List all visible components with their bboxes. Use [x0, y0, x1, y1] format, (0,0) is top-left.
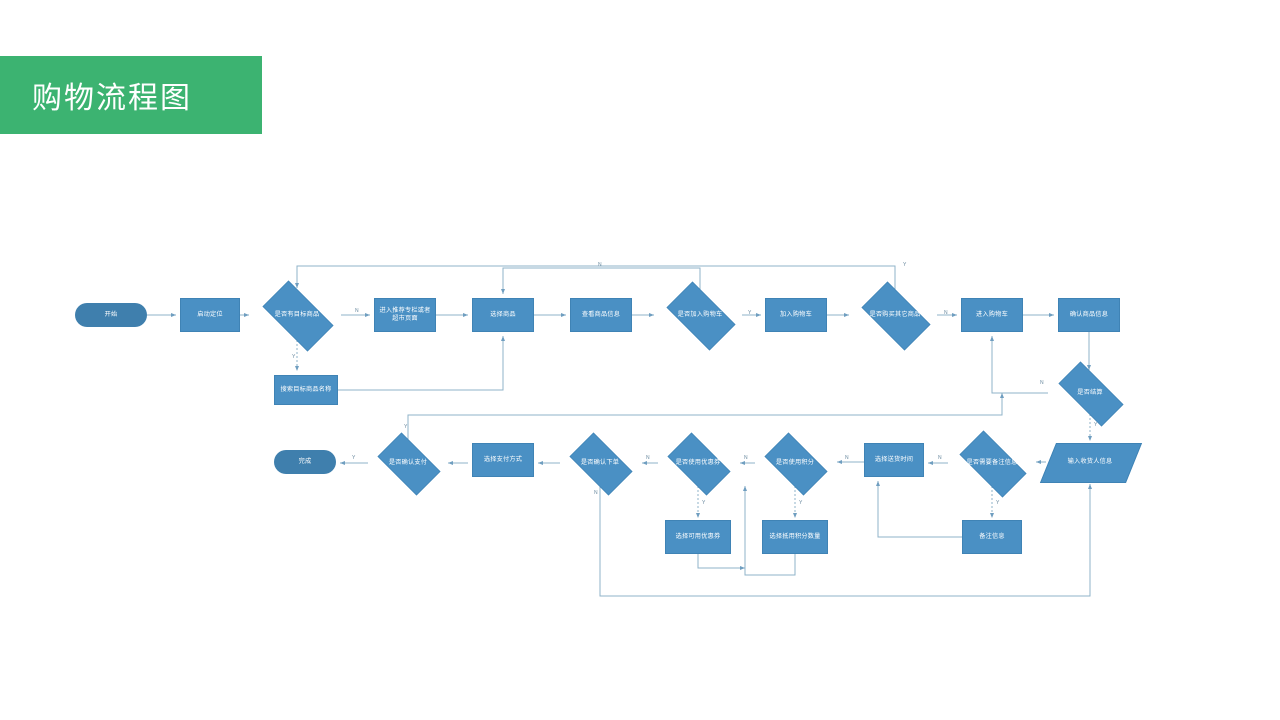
node-buy-more-question[interactable]: 是否购买其它商品 [853, 281, 937, 351]
node-select-coupon[interactable]: 选择可用优惠券 [665, 520, 731, 554]
node-enter-cart[interactable]: 进入购物车 [961, 298, 1023, 332]
node-add-to-cart[interactable]: 加入购物车 [765, 298, 827, 332]
node-enter-recommend-page[interactable]: 进入推荐专栏或者超市页面 [374, 298, 436, 332]
node-select-delivery-time[interactable]: 选择送货时间 [864, 443, 924, 477]
edge-label: N [938, 455, 942, 461]
edge-label: N [355, 308, 359, 314]
edge-label: N [598, 262, 602, 268]
edge-label: Y [799, 500, 803, 506]
node-select-payment-method[interactable]: 选择支付方式 [472, 443, 534, 477]
node-search-product-name[interactable]: 搜索目标商品名称 [274, 375, 338, 405]
edge-label: Y [1094, 422, 1098, 428]
node-use-coupon-question[interactable]: 是否使用优惠券 [660, 432, 736, 496]
node-finish[interactable]: 完成 [274, 450, 336, 474]
edge-label: N [594, 490, 598, 496]
edge-label: N [944, 310, 948, 316]
edge-label: Y [748, 310, 752, 316]
edge-label: Y [352, 455, 356, 461]
node-start[interactable]: 开始 [75, 303, 147, 327]
edge-label: Y [903, 262, 907, 268]
node-confirm-payment-question[interactable]: 是否确认支付 [370, 432, 446, 496]
edge-label: Y [292, 354, 296, 360]
node-select-points-amount[interactable]: 选择抵用积分数量 [762, 520, 828, 554]
node-has-target-product[interactable]: 是否有目标商品 [253, 280, 341, 352]
edge-label: Y [404, 424, 408, 430]
edge-label: N [744, 455, 748, 461]
node-input-receiver-info[interactable]: 输入收货人信息 [1039, 443, 1143, 483]
node-view-product-info[interactable]: 查看商品信息 [570, 298, 632, 332]
edge-label: Y [702, 500, 706, 506]
edge-label: N [845, 455, 849, 461]
node-remark-info[interactable]: 备注信息 [962, 520, 1022, 554]
edge-label: N [646, 455, 650, 461]
node-confirm-product-info[interactable]: 确认商品信息 [1058, 298, 1120, 332]
node-confirm-order-question[interactable]: 是否确认下单 [562, 432, 638, 496]
node-add-to-cart-question[interactable]: 是否加入购物车 [658, 281, 742, 351]
node-use-points-question[interactable]: 是否使用积分 [757, 432, 833, 496]
edge-label: Y [996, 500, 1000, 506]
node-start-location[interactable]: 启动定位 [180, 298, 240, 332]
page-title: 购物流程图 [32, 82, 192, 115]
title-banner: 购物流程图 [0, 56, 262, 134]
node-need-remark-question[interactable]: 是否需要备注信息 [950, 430, 1034, 498]
node-settle-question[interactable]: 是否结算 [1048, 361, 1132, 427]
edge-label: N [1040, 380, 1044, 386]
node-select-product[interactable]: 选择商品 [472, 298, 534, 332]
